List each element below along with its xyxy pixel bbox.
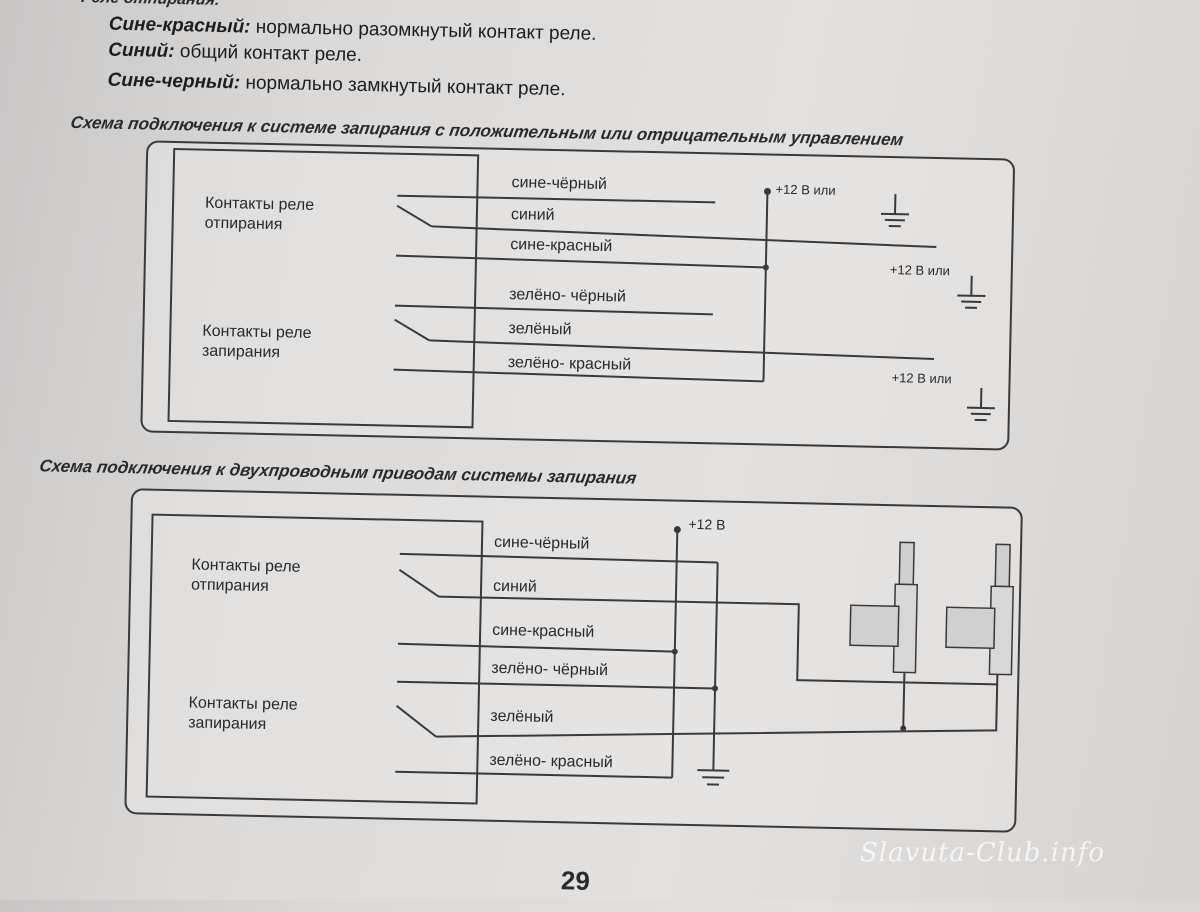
d2-wire-label-5: зелёный (490, 708, 553, 727)
intro-term-1: Сине-красный: (109, 14, 251, 38)
d1-wire-blue-black (397, 196, 715, 203)
d1-wire-blue (431, 226, 936, 247)
d2-wire-blue-black (400, 554, 718, 563)
intro-text-2: общий контакт реле. (174, 41, 362, 66)
intro-term-2: Синий: (108, 40, 175, 62)
actuator-2 (945, 543, 1014, 674)
d2-block-unlock-label: Контакты реле отпирания (191, 555, 301, 597)
d2-switch-lock (396, 706, 437, 737)
intro-line-2: Синий: общий контакт реле. (108, 40, 362, 67)
d1-wire-label-3: сине-красный (510, 236, 612, 256)
d2-wire-label-3: сине-красный (492, 622, 594, 642)
d1-power-label-3: +12 В или (891, 370, 951, 386)
diagram2-panel: Контакты реле отпирания Контакты реле за… (124, 488, 1023, 833)
d1-wire-label-5: зелёный (508, 320, 571, 339)
actuator-1 (848, 541, 918, 728)
page-number: 29 (561, 865, 591, 897)
d1-ground-3-bar-a (967, 408, 995, 409)
intro-term-3: Сине-черный: (107, 70, 240, 94)
d2-ground-bar-a (697, 770, 729, 771)
d1-wire-blue-red (396, 256, 766, 268)
d2-wire-label-6: зелёно- красный (489, 752, 613, 773)
actuator-1-rod (899, 542, 914, 584)
d1-ground-2-bar-a (957, 295, 985, 296)
d2-ground-stem (713, 688, 715, 770)
d1-power-label-2: +12 В или (890, 262, 950, 278)
d1-wire-green (429, 340, 934, 359)
d2-wire-label-1: сине-чёрный (494, 534, 590, 554)
intro-text-3: нормально замкнутый контакт реле. (240, 72, 566, 100)
intro-heading: Реле отпирания: (80, 0, 222, 10)
diagram2-title: Схема подключения к двухпроводным привод… (38, 456, 638, 488)
d2-switch-unlock (399, 570, 440, 597)
d2-wire-green-red (395, 772, 672, 778)
intro-line-3: Сине-черный: нормально замкнутый контакт… (107, 70, 565, 102)
watermark: Slavuta-Club.info (860, 838, 1105, 868)
d1-junction-1 (763, 264, 769, 270)
actuator-1-motor (850, 605, 899, 646)
d1-power-terminal (764, 188, 771, 195)
intro-text-1: нормально разомкнутый контакт реле. (250, 17, 596, 45)
d2-wire-label-2: синий (493, 578, 537, 597)
diagram1-relay-box (169, 149, 479, 427)
d1-wire-label-2: синий (511, 206, 555, 225)
d1-wire-label-6: зелёно- красный (508, 354, 632, 375)
d2-block-lock-label: Контакты реле запирания (188, 693, 298, 735)
d1-block-unlock-label: Контакты реле отпирания (204, 194, 314, 236)
d1-wire-green-black (395, 306, 713, 315)
actuator-1-lead (903, 672, 904, 728)
d1-block-lock-label: Контакты реле запирания (202, 322, 312, 364)
d2-wire-label-4: зелёно- чёрный (491, 660, 608, 680)
actuator-2-rod (995, 544, 1010, 586)
d2-power-terminal (674, 526, 681, 533)
d1-switch-lock (394, 320, 429, 341)
d1-wire-label-1: сине-чёрный (511, 174, 607, 194)
d2-junction-1 (672, 649, 678, 655)
actuator-2-motor (946, 607, 995, 648)
d1-ground-1-bar-a (881, 214, 909, 215)
d1-switch-unlock (397, 206, 432, 227)
diagram1-panel: Контакты реле отпирания Контакты реле за… (140, 140, 1015, 450)
d2-junction-2 (712, 685, 718, 691)
d1-wire-label-4: зелёно- чёрный (509, 286, 626, 306)
d1-power-label: +12 В или (775, 182, 835, 198)
d2-wire-blue-red (398, 644, 675, 652)
d2-power-label: +12 В (688, 516, 725, 533)
